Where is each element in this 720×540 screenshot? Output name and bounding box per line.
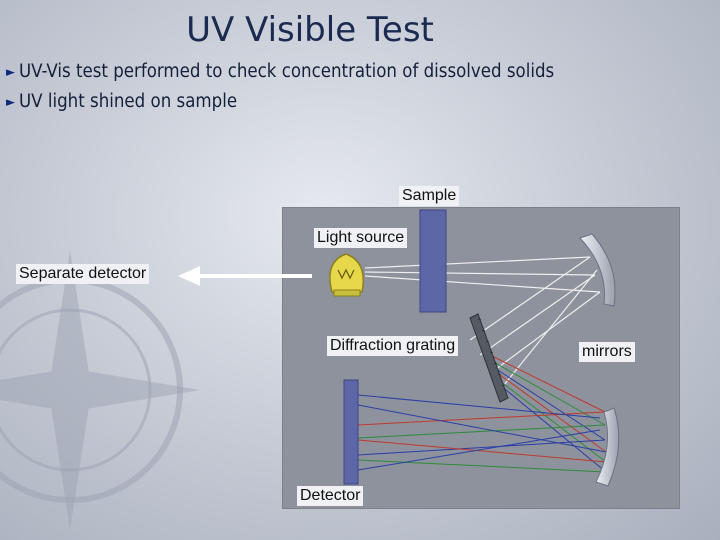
- light-bulb-icon: [329, 253, 364, 297]
- compass-watermark: [0, 250, 200, 530]
- diffraction-grating-label: Diffraction grating: [327, 336, 459, 356]
- right-triangle-icon: ►: [6, 95, 15, 110]
- separate-detector-label: Separate detector: [16, 264, 150, 284]
- left-arrow-icon: [178, 266, 312, 286]
- bullet-text: UV light shined on sample: [19, 91, 238, 112]
- right-triangle-icon: ►: [6, 65, 15, 80]
- bullet-item: ► UV light shined on sample: [6, 88, 554, 118]
- bullet-list: ► UV-Vis test performed to check concentr…: [6, 58, 554, 118]
- sample-label: Sample: [399, 186, 460, 206]
- lower-mirror: [595, 407, 620, 487]
- upper-mirror: [579, 233, 616, 307]
- sample-cell: [419, 209, 447, 313]
- dispersed-rays: [357, 354, 607, 473]
- bullet-text: UV-Vis test performed to check concentra…: [19, 61, 555, 82]
- detector-bar: [343, 379, 359, 485]
- light-rays: [364, 256, 601, 391]
- diffraction-grating: [469, 313, 509, 403]
- bullet-item: ► UV-Vis test performed to check concentr…: [6, 58, 554, 88]
- light-source-label: Light source: [314, 228, 408, 248]
- detector-label: Detector: [297, 486, 364, 506]
- mirrors-label: mirrors: [579, 342, 635, 362]
- slide-title: UV Visible Test: [186, 10, 434, 50]
